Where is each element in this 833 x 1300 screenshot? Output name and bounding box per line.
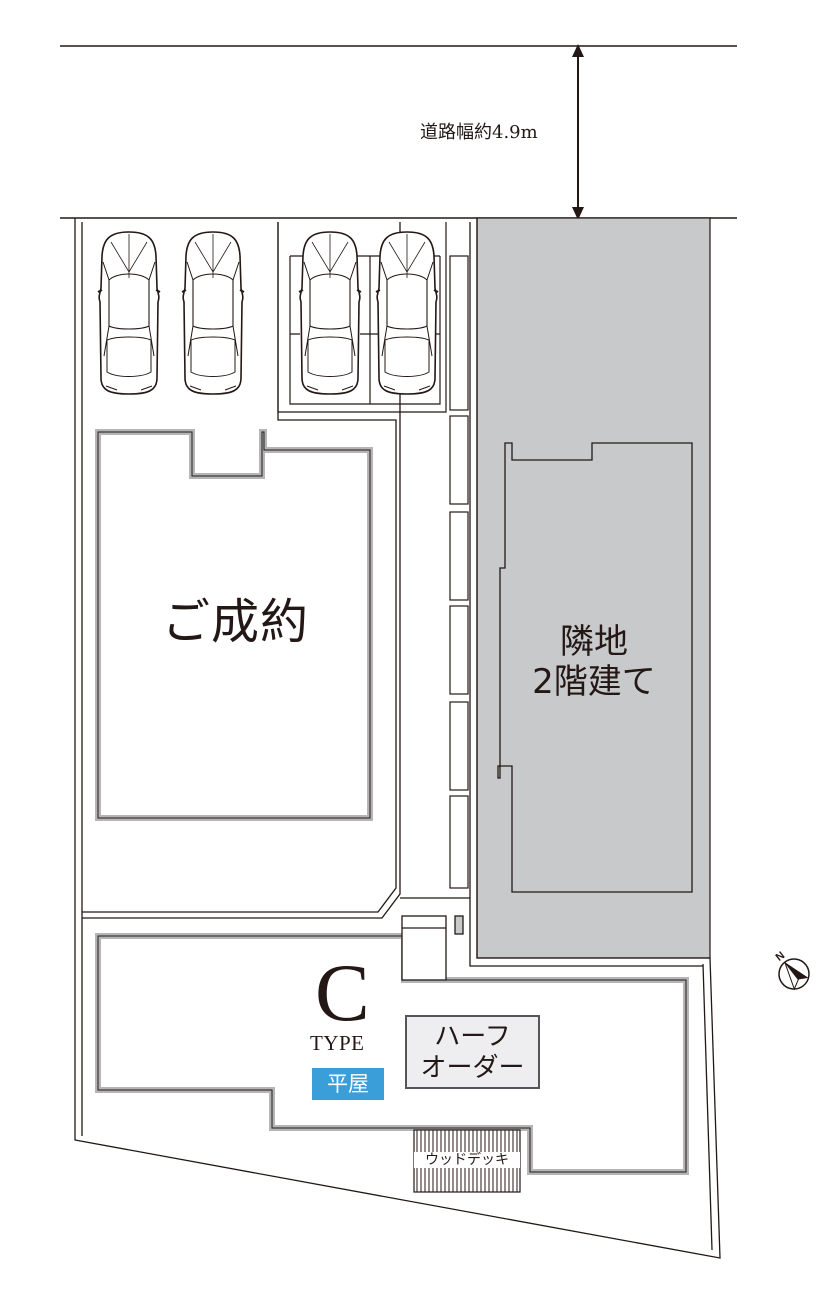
half-order-box: ハーフ オーダー — [405, 1015, 540, 1089]
wood-deck-label: ウッドデッキ — [414, 1152, 520, 1168]
north-arrow-icon: N — [774, 949, 810, 991]
neighbor-label-line1: 隣地 — [560, 622, 628, 662]
house-type-letter: C — [315, 947, 370, 1038]
sold-house-outline — [95, 429, 373, 821]
road-width-arrow — [572, 44, 584, 220]
car-icon — [298, 231, 362, 395]
car-icon — [97, 231, 161, 395]
style-badge: 平屋 — [312, 1068, 384, 1100]
neighbor-label-line2: 2階建て — [532, 662, 656, 702]
parking-area — [277, 222, 469, 889]
house-type-word: TYPE — [310, 1031, 365, 1055]
order-line1: ハーフ — [434, 1022, 511, 1052]
neighbor-lot — [476, 217, 711, 959]
order-line2: オーダー — [420, 1053, 525, 1083]
road-width-label: 道路幅約4.9m — [420, 122, 538, 143]
car-icon — [375, 231, 439, 395]
neighbor-label: 隣地 2階建て — [522, 622, 666, 702]
entrance-porch — [401, 915, 464, 981]
car-icon — [181, 231, 245, 395]
type-c-house-outline — [95, 933, 689, 1175]
road — [60, 44, 737, 220]
neighbor-building — [497, 442, 693, 893]
sold-label: ご成約 — [162, 594, 310, 650]
